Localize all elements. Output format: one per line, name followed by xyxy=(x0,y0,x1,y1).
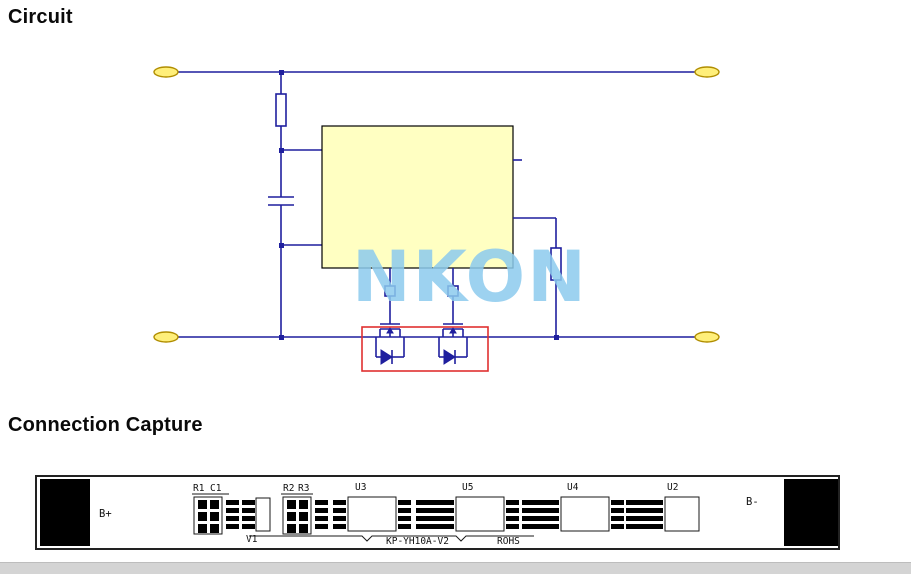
smd-pin-strip xyxy=(428,500,441,529)
smd-pin-strip xyxy=(522,500,535,529)
mosfet-2 xyxy=(442,268,464,337)
ref-u2: U2 xyxy=(667,482,678,493)
bplus-pad xyxy=(40,479,90,546)
terminal-top-right xyxy=(694,66,720,78)
terminal-bottom-right xyxy=(694,331,720,343)
ic-footprint-u5 xyxy=(441,496,519,532)
pcb-model-label: KP-YH10A-V2 xyxy=(386,536,449,547)
ref-u3: U3 xyxy=(355,482,366,493)
through-hole-connector-r2r3 xyxy=(282,496,312,535)
smd-pin-strip xyxy=(638,500,651,529)
ref-u4: U4 xyxy=(567,482,579,493)
body-diodes xyxy=(375,337,468,365)
mosfet-1 xyxy=(379,268,401,337)
resistor-right xyxy=(550,247,562,281)
pcb-drawing: B+ B- R1 C1 R2 R3 U3 U5 U4 U2 V1 KP-YH10… xyxy=(35,475,840,550)
terminal-bottom-left xyxy=(153,331,179,343)
bminus-pad xyxy=(784,479,838,546)
smd-pin-strip xyxy=(416,500,429,529)
horizontal-scrollbar[interactable] xyxy=(0,562,911,574)
resistor-left xyxy=(275,93,287,127)
bminus-label: B- xyxy=(746,496,759,508)
connection-capture-heading: Connection Capture xyxy=(8,414,203,436)
bplus-label: B+ xyxy=(99,508,112,520)
ref-u5: U5 xyxy=(462,482,473,493)
through-hole-connector-r1c1 xyxy=(193,496,223,535)
top-rail xyxy=(153,66,720,78)
smd-pin-strip xyxy=(242,500,255,529)
rohs-label: ROHS xyxy=(497,536,520,547)
circuit-schematic xyxy=(153,66,720,372)
ref-r1: R1 xyxy=(193,483,205,494)
smd-pin-strip xyxy=(226,500,239,529)
ic-footprint-u3 xyxy=(333,496,411,532)
mosfet-pair xyxy=(379,268,464,337)
bottom-rail xyxy=(153,331,720,343)
pcb-outline xyxy=(35,475,840,550)
right-branch xyxy=(513,159,562,340)
smd-pin-strip xyxy=(315,500,328,529)
gate-pad-2 xyxy=(447,285,459,297)
ref-c1: C1 xyxy=(210,483,222,494)
protection-ic-block xyxy=(321,125,514,269)
ref-r3: R3 xyxy=(298,483,309,494)
mosfet-highlight-box xyxy=(361,326,489,372)
capacitor xyxy=(268,196,294,206)
smd-pin-strip xyxy=(626,500,639,529)
smd-pin-strip xyxy=(534,500,547,529)
ref-v1: V1 xyxy=(246,534,258,545)
left-branch xyxy=(268,70,322,340)
ic-footprint-u4 xyxy=(546,496,624,532)
diode-2 xyxy=(438,337,468,365)
ref-r2: R2 xyxy=(283,483,294,494)
gate-pad-1 xyxy=(384,285,396,297)
ic-footprint-u2 xyxy=(650,496,700,532)
board-silk-edge xyxy=(249,535,534,542)
diode-1 xyxy=(375,337,405,365)
terminal-top-left xyxy=(153,66,179,78)
circuit-heading: Circuit xyxy=(8,6,73,28)
v1-body xyxy=(255,497,271,532)
